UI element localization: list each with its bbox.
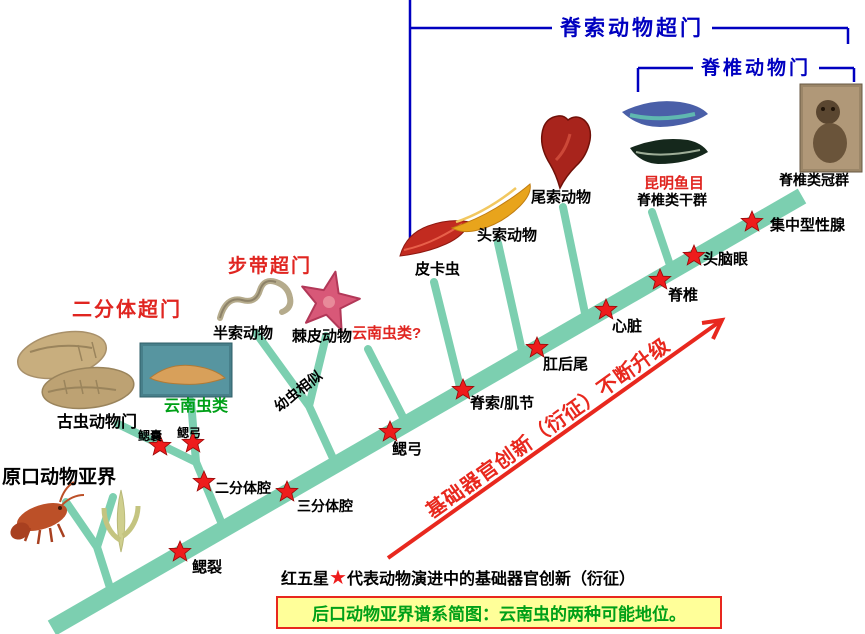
- label-gill-arch-upper: 鳃弓: [177, 426, 202, 440]
- branch-yunnanozoa-alt: [364, 345, 411, 429]
- label-echinodermata: 棘皮动物: [292, 328, 353, 345]
- label-heart: 心脏: [612, 318, 643, 335]
- label-vetulicolia: 古虫动物门: [57, 414, 138, 431]
- legend-star-icon: ★: [329, 567, 347, 589]
- label-gonad: 集中型性腺: [770, 217, 846, 234]
- label-gill-slits: 鳃裂: [192, 559, 223, 576]
- label-bipartite-coelom: 二分体腔: [215, 480, 271, 496]
- label-urochordata: 尾索动物: [531, 189, 592, 206]
- label-protostome: 原口动物亚界: [2, 467, 117, 488]
- label-vertebra: 脊椎: [668, 287, 699, 304]
- legend: 红五星★代表动物演进中的基础器官创新（衍征）: [281, 565, 635, 590]
- label-vertebrate-stem: 脊椎类干群: [637, 192, 707, 208]
- label-hemichordata: 半索动物: [213, 325, 274, 342]
- vetulicolia-fossil-image: [16, 330, 135, 410]
- label-gill-arch: 鳃弓: [392, 441, 423, 458]
- label-yunnanozoa-question: 云南虫类?: [352, 325, 422, 342]
- innovation-arrow: [386, 317, 726, 560]
- lancelet-image: [450, 183, 531, 233]
- tunicate-image: [540, 115, 592, 191]
- legend-prefix: 红五星: [281, 571, 330, 588]
- branch-urochordata: [559, 203, 591, 327]
- label-ambulacraria-superphylum: 步带超门: [228, 256, 313, 277]
- label-cephalochordata: 头索动物: [477, 227, 538, 244]
- label-postanal-tail: 肛后尾: [543, 356, 589, 373]
- caption-box: 后口动物亚界谱系简图：云南虫的两种可能地位。: [276, 596, 722, 629]
- caption-text: 后口动物亚界谱系简图：云南虫的两种可能地位。: [312, 605, 686, 624]
- legend-suffix: 代表动物演进中的基础器官创新（衍征）: [346, 571, 635, 588]
- label-yunnanozoa-green: 云南虫类: [164, 398, 229, 415]
- hemichordate-worm-image: [217, 278, 294, 321]
- yunnanozoan-photo: [139, 342, 233, 398]
- starfish-image: [301, 270, 361, 332]
- label-tripartite-coelom: 三分体腔: [297, 498, 353, 514]
- branch-pikaia: [430, 278, 466, 399]
- vertebrate-phylum-title: 脊椎动物门: [693, 58, 820, 80]
- label-vertebrate-crown: 脊椎类冠群: [779, 172, 849, 188]
- branch-cephalochordata: [494, 239, 528, 364]
- chordate-superphylum-title: 脊索动物超门: [552, 17, 712, 42]
- label-head-brain-eye: 头脑眼: [703, 251, 749, 268]
- protostome-plant-image: [101, 489, 141, 553]
- label-gill-pouch: 鳃囊: [138, 429, 163, 443]
- protostome-crustacean-image: [10, 481, 85, 545]
- label-myllokunmingiida: 昆明鱼目: [644, 175, 705, 192]
- label-pikaia: 皮卡虫: [415, 261, 461, 278]
- label-notochord-myomere: 脊索/肌节: [470, 395, 535, 412]
- kunming-fish-image: [622, 101, 708, 164]
- label-bipartite-superphylum: 二分体超门: [72, 299, 182, 321]
- vertebrate-crown-painting: [799, 83, 863, 173]
